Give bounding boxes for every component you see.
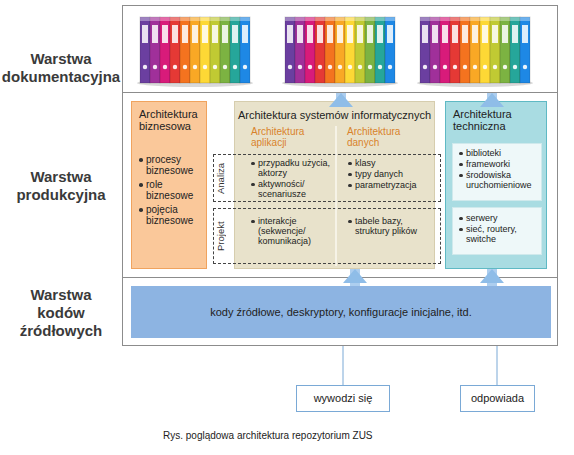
binder-group (282, 17, 398, 87)
layer-band: Warstwa produkcyjnaArchitektura biznesow… (122, 92, 558, 278)
layer-heading: Warstwa kodów źródłowych (11, 278, 111, 347)
flow-arrow (487, 93, 497, 101)
bullet-item: aktywności/ scenariusze (250, 179, 342, 199)
source-code-band: kody źródłowe, deskryptory, konfiguracje… (131, 286, 551, 338)
component-box: bibliotekiframeworkiśrodowiska uruchomie… (452, 143, 542, 201)
layer-band: Warstwa kodów źródłowychkody źródłowe, d… (122, 277, 558, 346)
layer-heading: Warstwa dokumentacyjna (1, 24, 121, 111)
binder-group (137, 17, 253, 87)
phase-label: Analiza (214, 155, 228, 201)
flow-arrow (350, 269, 360, 286)
binder-group (417, 17, 533, 87)
bullet-item: tabele bazy, struktury plików (347, 216, 435, 236)
layer-band: Warstwa dokumentacyjna (122, 5, 558, 93)
box-text: odpowiada (461, 386, 534, 411)
column-heading: Architektura danych (347, 126, 427, 148)
bullet-item: sieć, routery, switche (458, 224, 540, 244)
box-text: wywodzi się (297, 386, 389, 411)
bullet-item: role biznesowe (138, 179, 204, 201)
flow-arrow (487, 269, 497, 286)
component-box: serwerysieć, routery, switche (452, 207, 542, 255)
leader-line (497, 346, 498, 385)
box-title: Architektura techniczna (453, 108, 541, 132)
annotation-box: wywodzi się (296, 385, 390, 412)
bullet-item: klasy (347, 158, 437, 168)
phase-label: Projekt (214, 209, 228, 263)
bullet-item: przypadku użycia, aktorzy (250, 158, 342, 178)
bullet-item: biblioteki (458, 148, 540, 158)
bullet-item: serwery (458, 213, 540, 223)
bullet-item: procesy biznesowe (138, 154, 204, 176)
bullet-item: frameworki (458, 159, 540, 169)
architecture-box: Architektura biznesowa procesy biznesowe r… (131, 101, 207, 269)
box-title: Architektura systemów informatycznych (235, 109, 434, 121)
bullet-item: parametryzacja (347, 180, 437, 190)
bullet-item: pojęcia biznesowe (138, 204, 204, 226)
bullet-item: interakcje (sekwencje/ komunikacja) (250, 216, 332, 246)
box-title: Architektura biznesowa (139, 108, 205, 132)
annotation-box: odpowiada (460, 385, 535, 412)
column-heading: Architektura aplikacji (251, 126, 341, 148)
architecture-box: Architektura techniczna bibliotekiframewo… (445, 101, 547, 269)
layer-heading: Warstwa produkcyjna (1, 93, 121, 279)
figure-caption: Rys. poglądowa architektura repozytorium… (163, 430, 373, 441)
bullet-item: typy danych (347, 169, 437, 179)
analysis-group: Analiza przypadku użycia, aktorzyaktywnoś… (213, 154, 441, 202)
design-group: Projekt interakcje (sekwencje/ komunikacj… (213, 208, 441, 264)
flow-arrow (336, 93, 346, 101)
column-divider (335, 126, 337, 266)
leader-line (343, 346, 344, 385)
bullet-item: środowiska uruchomieniowe (458, 170, 540, 190)
box-text: kody źródłowe, deskryptory, konfiguracje… (131, 286, 551, 338)
